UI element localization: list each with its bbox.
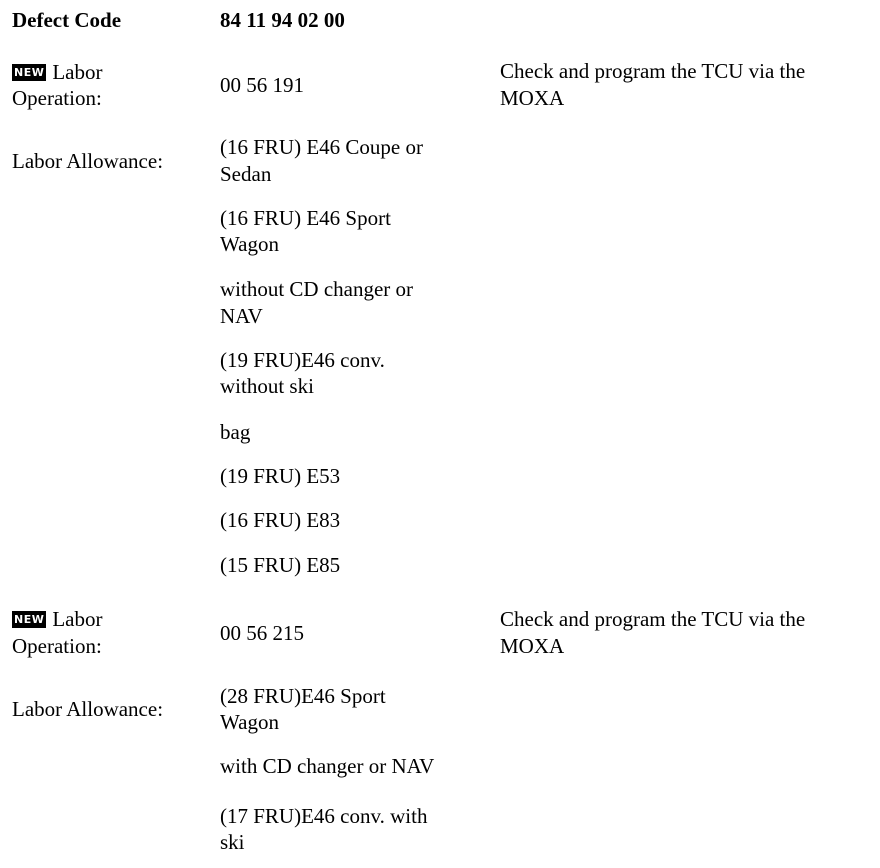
labor-operation-label: NEW Labor — [12, 606, 103, 632]
labor-operation-code: 00 56 191 — [220, 73, 304, 97]
labor-operation-label: NEW Labor — [12, 59, 103, 85]
labor-allowance-line: (15 FRU) E85 — [220, 553, 341, 577]
labor-allowance-line: bag — [220, 420, 251, 444]
labor-allowance-line: without CD changer or — [220, 277, 414, 301]
labor-allowance-line: (16 FRU) E83 — [220, 508, 341, 532]
labor-operation-label-line2: Operation: — [12, 86, 102, 110]
labor-operation-label-line2: Operation: — [12, 634, 102, 658]
labor-operation-label-line1: Labor — [52, 607, 103, 631]
labor-allowance-line: (19 FRU)E46 conv. — [220, 348, 385, 372]
labor-allowance-label: Labor Allowance: — [12, 149, 164, 173]
defect-code-label: Defect Code — [12, 8, 122, 32]
labor-allowance-line: with CD changer or NAV — [220, 754, 435, 778]
labor-allowance-line: Wagon — [220, 710, 279, 734]
labor-allowance-line: without ski — [220, 374, 314, 398]
labor-operation-description-line1: Check and program the TCU via the — [500, 607, 806, 631]
labor-operation-code: 00 56 215 — [220, 621, 304, 645]
labor-allowance-line: (16 FRU) E46 Sport — [220, 206, 391, 230]
labor-operation-description-line2: MOXA — [500, 634, 565, 658]
labor-operation-label-line1: Labor — [52, 60, 103, 84]
labor-allowance-line: NAV — [220, 304, 263, 328]
labor-allowance-line: ski — [220, 830, 245, 854]
labor-operation-description-line1: Check and program the TCU via the — [500, 59, 806, 83]
labor-operation-description-line2: MOXA — [500, 86, 565, 110]
labor-allowance-line: Sedan — [220, 162, 272, 186]
labor-allowance-line: Wagon — [220, 232, 279, 256]
new-badge-icon: NEW — [12, 611, 47, 628]
labor-allowance-line: (19 FRU) E53 — [220, 464, 341, 488]
labor-allowance-line: (28 FRU)E46 Sport — [220, 684, 386, 708]
labor-allowance-line: (17 FRU)E46 conv. with — [220, 804, 428, 828]
defect-code-value: 84 11 94 02 00 — [220, 8, 345, 32]
new-badge-icon: NEW — [12, 64, 47, 81]
labor-allowance-label: Labor Allowance: — [12, 697, 164, 721]
labor-allowance-line: (16 FRU) E46 Coupe or — [220, 135, 423, 159]
